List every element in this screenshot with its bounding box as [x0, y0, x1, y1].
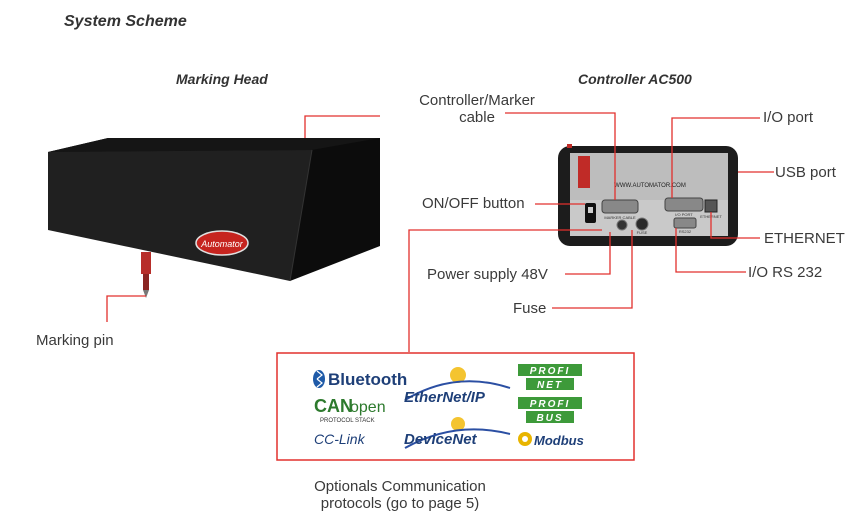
optionals-caption-line2: protocols (go to page 5) [320, 495, 480, 512]
fuse-holder [635, 217, 649, 231]
callout-marker-cable-line1: Controller/Marker [419, 92, 535, 109]
marking-head-image: Automator [48, 138, 380, 298]
callout-usb-port: USB port [775, 164, 836, 181]
callout-ethernet: ETHERNET [764, 230, 845, 247]
rs232-connector [673, 217, 697, 229]
canopen-logo: CAN open PROTOCOL STACK [314, 396, 386, 424]
ethernet-connector [704, 199, 718, 213]
automator-logo [195, 230, 249, 256]
profinet-logo: PROFI NET [518, 364, 582, 391]
svg-text:CC-Link: CC-Link [314, 431, 366, 447]
bluetooth-logo: Bluetooth [313, 370, 407, 389]
callout-marking-pin: Marking pin [36, 332, 114, 349]
device-website: WWW.AUTOMATOR.COM [614, 183, 686, 189]
marker-cable-port [601, 199, 639, 214]
svg-text:EtherNet/IP: EtherNet/IP [404, 389, 486, 406]
svg-text:NET: NET [537, 380, 563, 391]
svg-text:PROTOCOL STACK: PROTOCOL STACK [320, 418, 375, 424]
marking-head-heading: Marking Head [176, 71, 268, 87]
svg-text:BUS: BUS [536, 413, 563, 424]
svg-text:Modbus: Modbus [534, 433, 584, 448]
svg-text:PROFI: PROFI [530, 399, 571, 410]
power-connector [616, 219, 628, 231]
automator-logo-text: Automator [200, 239, 244, 249]
cclink-logo: CC-Link [314, 431, 366, 447]
callout-marker-cable: Controller/Marker cable [402, 92, 552, 126]
devicenet-logo: DeviceNet [404, 417, 511, 449]
svg-text:DeviceNet: DeviceNet [404, 431, 478, 448]
callout-fuse: Fuse [513, 300, 547, 317]
callout-lines [106, 112, 774, 352]
svg-text:open: open [350, 399, 386, 416]
svg-text:RS232: RS232 [679, 229, 692, 234]
page-title: System Scheme [64, 13, 187, 30]
callout-io-port: I/O port [763, 109, 814, 126]
modbus-logo: Modbus [518, 432, 584, 448]
optionals-caption: Optionals Communication protocols (go to… [270, 478, 530, 512]
svg-text:Bluetooth: Bluetooth [328, 370, 407, 389]
svg-text:MARKER CABLE: MARKER CABLE [604, 215, 636, 220]
svg-text:FUSE: FUSE [637, 230, 648, 235]
svg-text:PROFI: PROFI [530, 366, 571, 377]
callout-power-supply: Power supply 48V [427, 266, 548, 283]
red-label [578, 156, 590, 188]
callout-on-off: ON/OFF button [422, 195, 525, 212]
protocol-logos: Bluetooth CAN open PROTOCOL STACK CC-Lin… [313, 364, 584, 449]
optionals-caption-line1: Optionals Communication [314, 478, 486, 495]
protocols-box [276, 352, 635, 461]
callout-marker-cable-line2: cable [459, 109, 495, 126]
marking-pin [141, 252, 151, 274]
svg-text:CAN: CAN [314, 396, 353, 416]
svg-text:I/O PORT: I/O PORT [675, 212, 693, 217]
ethernetip-logo: EtherNet/IP [404, 367, 511, 406]
controller-heading: Controller AC500 [578, 71, 692, 87]
callout-io-rs232: I/O RS 232 [748, 264, 823, 281]
profibus-logo: PROFI BUS [518, 397, 582, 424]
io-port-connector [664, 197, 704, 212]
